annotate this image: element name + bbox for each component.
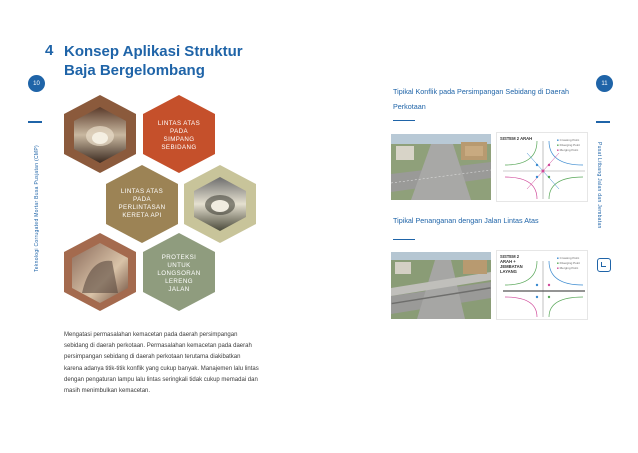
legend2-merging: Merging Point (559, 266, 579, 270)
hexagon-cluster: LINTAS ATAS PADA SIMPANG SEBIDANG LINTAS… (60, 93, 260, 313)
diagram2-legend: ■ Crossing Point ■ Diverging Point ■ Mer… (557, 256, 580, 270)
hex2-line4: KERETA API (122, 212, 161, 219)
page-number-left: 10 (28, 75, 45, 92)
hex1-line3: SIMPANG (164, 136, 195, 143)
section-title-conflict: Tipikal Konflik pada Persimpangan Sebida… (393, 87, 569, 111)
hexagon-perlintasan-kereta-api: LINTAS ATAS PADA PERLINTASAN KERETA API (106, 165, 178, 243)
diagram1-legend: ■ Crossing Point ■ Diverging Point ■ Mer… (557, 138, 580, 152)
side-rule-right (596, 121, 610, 123)
hex2-line3: PERLINTASAN (119, 204, 166, 211)
hex2-line2: PADA (133, 196, 151, 203)
hex1-line2: PADA (170, 128, 188, 135)
body-paragraph: Mengatasi permasalahan kemacetan pada da… (64, 332, 259, 395)
hex3-line4: LERENG (165, 278, 193, 285)
legend2-diverging: Diverging Point (559, 261, 580, 265)
hexagon-proteksi-longsoran: PROTEKSI UNTUK LONGSORAN LERENG JALAN (143, 233, 215, 311)
legend2-crossing: Crossing Point (559, 256, 580, 260)
title-number: 4 (45, 42, 54, 59)
diagram-flyover: SISTEM 2 ARAH + JEMBATAN LAYANG ■ Crossi… (496, 250, 588, 320)
hex3-line3: LONGSORAN (157, 270, 200, 277)
hexagon-simpang-sebidang: LINTAS ATAS PADA SIMPANG SEBIDANG (143, 95, 215, 173)
legend1-diverging: Diverging Point (559, 143, 580, 147)
diagram2-label: SISTEM 2 ARAH + JEMBATAN LAYANG (500, 254, 523, 274)
render-flyover-intersection (391, 252, 491, 319)
hex3-line5: JALAN (168, 286, 189, 293)
hex3-line1: PROTEKSI (162, 254, 197, 261)
hexagon-photo-tunnel-3 (64, 233, 136, 311)
side-rule-left (28, 121, 42, 123)
section-rule-1 (393, 120, 415, 121)
institution-logo (597, 258, 611, 272)
hexagon-photo-tunnel-1 (64, 95, 136, 173)
page-title: Konsep Aplikasi Struktur Baja Bergelomba… (64, 43, 243, 79)
hexagon-photo-tunnel-2 (184, 165, 256, 243)
diagram-conflict-points: SISTEM 2 ARAH ■ Crossing Point ■ Divergi… (496, 132, 588, 202)
hex1-line4: SEBIDANG (161, 144, 196, 151)
section-title-handling: Tipikal Penanganan dengan Jalan Lintas A… (393, 216, 539, 225)
hex3-line2: UNTUK (167, 262, 191, 269)
diagram1-label: SISTEM 2 ARAH (500, 136, 533, 141)
hex2-line1: LINTAS ATAS (121, 188, 163, 195)
side-text-right: Pusat Litbang Jalan dan Jembatan (596, 142, 602, 229)
legend1-crossing: Crossing Point (559, 138, 580, 142)
page-number-right: 11 (596, 75, 613, 92)
side-text-left: Teknologi Corrugated Mortar Busa Pusjata… (34, 145, 40, 272)
render-at-grade-intersection (391, 134, 491, 200)
hex1-line1: LINTAS ATAS (158, 120, 200, 127)
legend1-merging: Merging Point (559, 148, 579, 152)
section-rule-2 (393, 239, 415, 240)
